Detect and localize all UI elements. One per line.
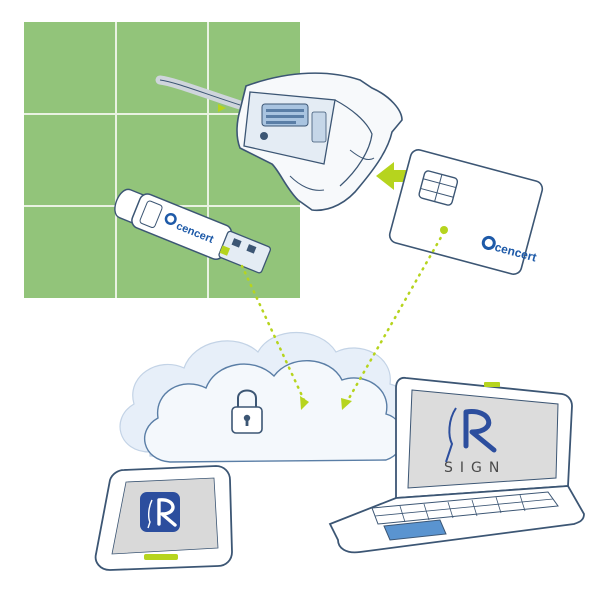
usb-token-icon: cencert: [114, 188, 272, 274]
card-reader-icon: [155, 72, 403, 211]
laptop-keyboard: [371, 491, 559, 525]
smart-card-icon: cencert: [388, 149, 544, 275]
data-flow-lines: [240, 226, 448, 410]
green-grid-background: [24, 22, 300, 298]
padlock-icon: [231, 389, 263, 434]
phone-icon: [94, 465, 233, 571]
laptop-logo-caption: SIGN: [444, 460, 506, 476]
r-sign-logo: SIGN: [444, 407, 506, 476]
laptop-icon: SIGN: [328, 376, 585, 554]
cloud-icon: [119, 332, 411, 463]
insert-arrow-icon: [376, 162, 412, 190]
r-app-icon: [140, 492, 180, 532]
